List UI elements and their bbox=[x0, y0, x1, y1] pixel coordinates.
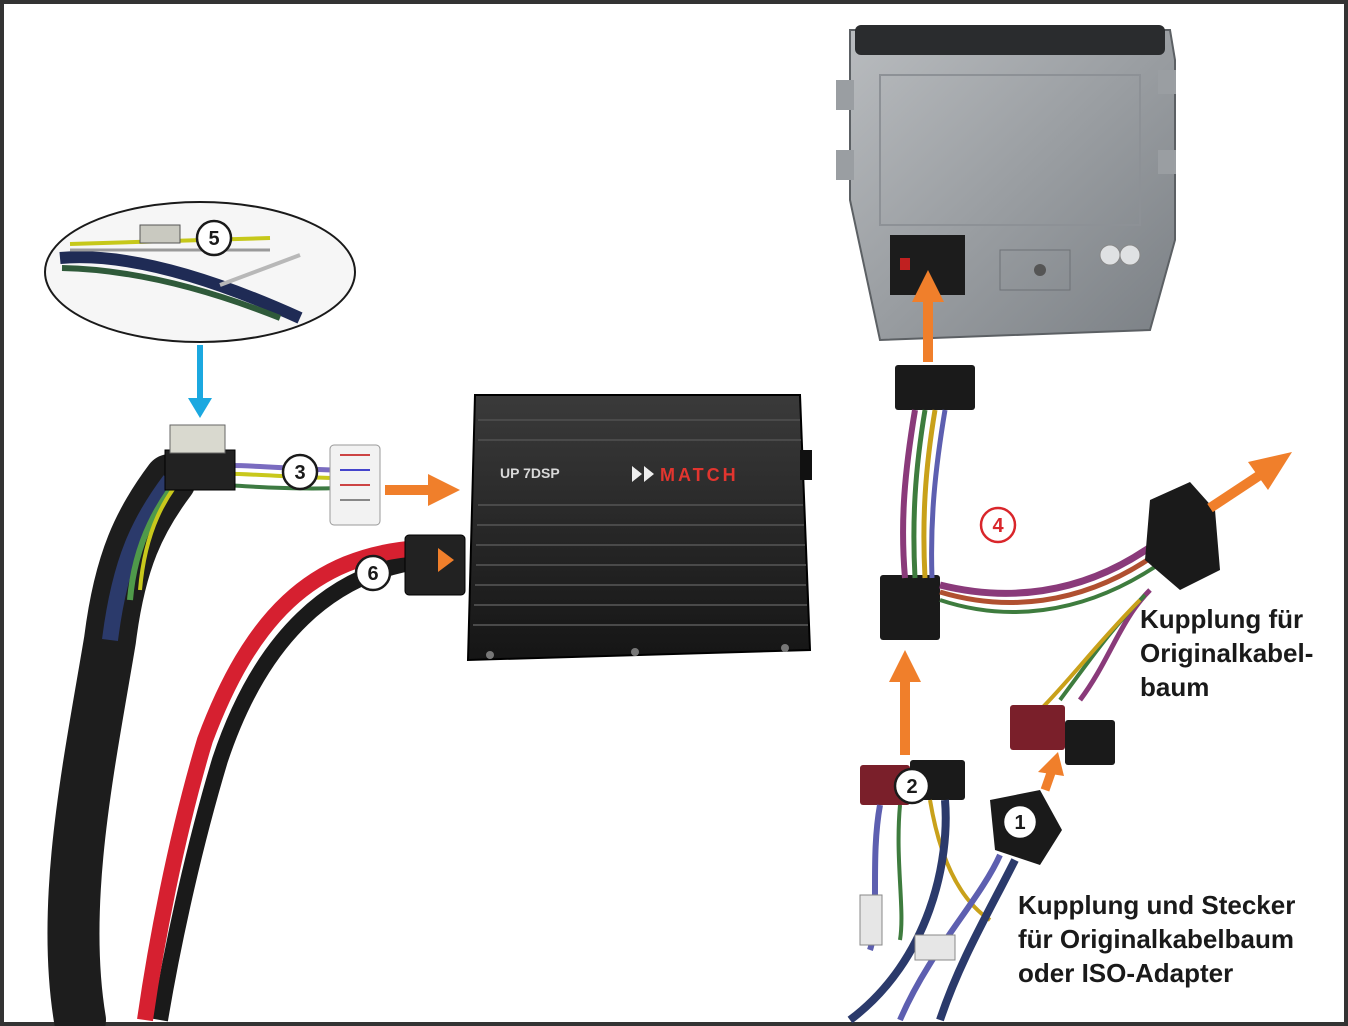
amplifier: UP 7DSP MATCH bbox=[466, 394, 812, 662]
bottom-connectors bbox=[847, 760, 1062, 1024]
callout-1: 1 bbox=[1001, 803, 1039, 841]
main-harness bbox=[47, 424, 381, 1026]
label-line: oder ISO-Adapter bbox=[1018, 958, 1234, 988]
callout-6: 6 bbox=[354, 554, 392, 592]
amp-model-label: UP 7DSP bbox=[500, 465, 560, 481]
power-cables bbox=[137, 534, 466, 1022]
label-coupling-original: Kupplung für Originalkabel- baum bbox=[1140, 602, 1313, 704]
label-line: Kupplung für bbox=[1140, 604, 1304, 634]
amp-brand-label: MATCH bbox=[660, 465, 739, 485]
arrow-connector2-up bbox=[889, 650, 921, 755]
callout-2-number: 2 bbox=[906, 776, 917, 798]
label-line: für Originalkabelbaum bbox=[1018, 924, 1294, 954]
label-line: baum bbox=[1140, 672, 1210, 702]
blue-arrow bbox=[188, 345, 212, 418]
callout-3: 3 bbox=[281, 453, 319, 491]
arrow-harness-to-amp bbox=[385, 474, 460, 506]
label-coupling-plug: Kupplung und Stecker für Originalkabelba… bbox=[1018, 888, 1295, 990]
callout-4-number: 4 bbox=[992, 515, 1004, 537]
callout-1-number: 1 bbox=[1014, 812, 1025, 834]
arrow-to-vehicle bbox=[1207, 452, 1292, 513]
inset-detail bbox=[44, 201, 356, 343]
callout-4: 4 bbox=[979, 506, 1017, 544]
callout-2: 2 bbox=[893, 767, 931, 805]
callout-3-number: 3 bbox=[294, 462, 305, 484]
arrow-adapter-to-radio bbox=[912, 270, 944, 362]
adapter-harness bbox=[880, 365, 1220, 765]
radio-head-unit bbox=[836, 25, 1176, 342]
arrow-connector1-up bbox=[1038, 752, 1064, 792]
label-line: Kupplung und Stecker bbox=[1018, 890, 1296, 920]
callout-5-number: 5 bbox=[208, 228, 219, 250]
callout-6-number: 6 bbox=[367, 563, 378, 585]
label-line: Originalkabel- bbox=[1140, 638, 1314, 668]
callout-5: 5 bbox=[195, 219, 233, 257]
